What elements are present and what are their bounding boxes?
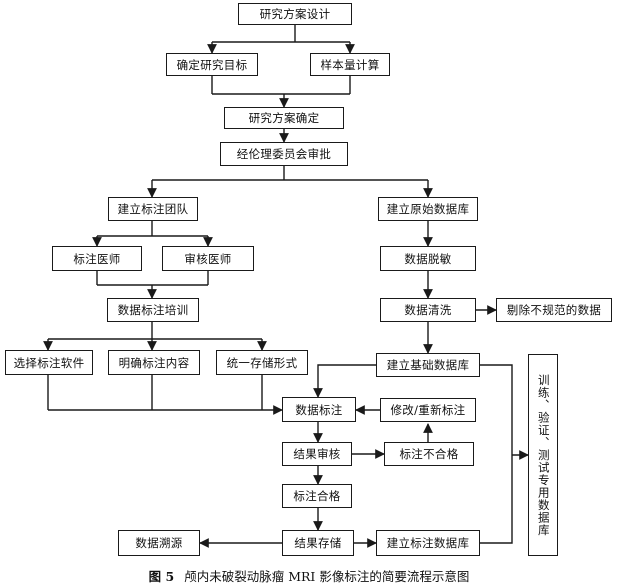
node-fail: 标注不合格	[384, 442, 474, 466]
figure-label: 图 5	[148, 569, 175, 584]
node-ethics: 经伦理委员会审批	[220, 142, 348, 166]
node-training: 数据标注培训	[107, 298, 199, 322]
arrow-basedb-final	[480, 364, 528, 455]
node-annotator: 标注医师	[52, 246, 142, 271]
node-design: 研究方案设计	[238, 3, 352, 25]
node-labeldb: 建立标注数据库	[376, 530, 480, 556]
figure-caption-text: 颅内未破裂动脉瘤 MRI 影像标注的简要流程示意图	[184, 569, 470, 584]
node-trace: 数据溯源	[118, 530, 200, 556]
node-remove: 剔除不规范的数据	[496, 298, 612, 322]
node-team: 建立标注团队	[108, 197, 198, 221]
node-rawdb: 建立原始数据库	[378, 197, 478, 221]
arrow-merge-annotate	[47, 375, 276, 411]
arrow-labeldb-final	[480, 455, 513, 544]
node-revise: 修改/重新标注	[380, 398, 476, 422]
arrow-basedb-annotate	[313, 364, 376, 398]
node-final-database: 训练、验证、测试专用数据库	[528, 354, 558, 556]
node-confirm: 研究方案确定	[224, 107, 344, 129]
node-sample: 样本量计算	[310, 53, 390, 76]
arrow-team-split	[97, 221, 208, 237]
arrow-merge-confirm	[211, 76, 351, 95]
node-desens: 数据脱敏	[380, 246, 476, 271]
node-content: 明确标注内容	[108, 350, 200, 375]
node-final-label: 训练、验证、测试专用数据库	[536, 373, 551, 537]
arrow-merge-training	[96, 271, 209, 286]
figure-caption: 图 5 颅内未破裂动脉瘤 MRI 影像标注的简要流程示意图	[0, 566, 618, 585]
node-storage-format: 统一存储形式	[216, 350, 308, 375]
arrow-design-split	[212, 25, 350, 43]
node-review: 结果审核	[282, 442, 352, 466]
node-clean: 数据清洗	[380, 298, 476, 322]
node-basedb: 建立基础数据库	[376, 353, 480, 377]
node-goal: 确定研究目标	[166, 53, 258, 76]
node-software: 选择标注软件	[5, 350, 93, 375]
node-reviewer: 审核医师	[162, 246, 254, 271]
arrow-training-split	[48, 322, 262, 340]
node-store: 结果存储	[282, 530, 354, 556]
node-pass: 标注合格	[282, 484, 352, 508]
node-annotate: 数据标注	[282, 397, 356, 422]
arrow-ethics-split	[152, 166, 428, 181]
